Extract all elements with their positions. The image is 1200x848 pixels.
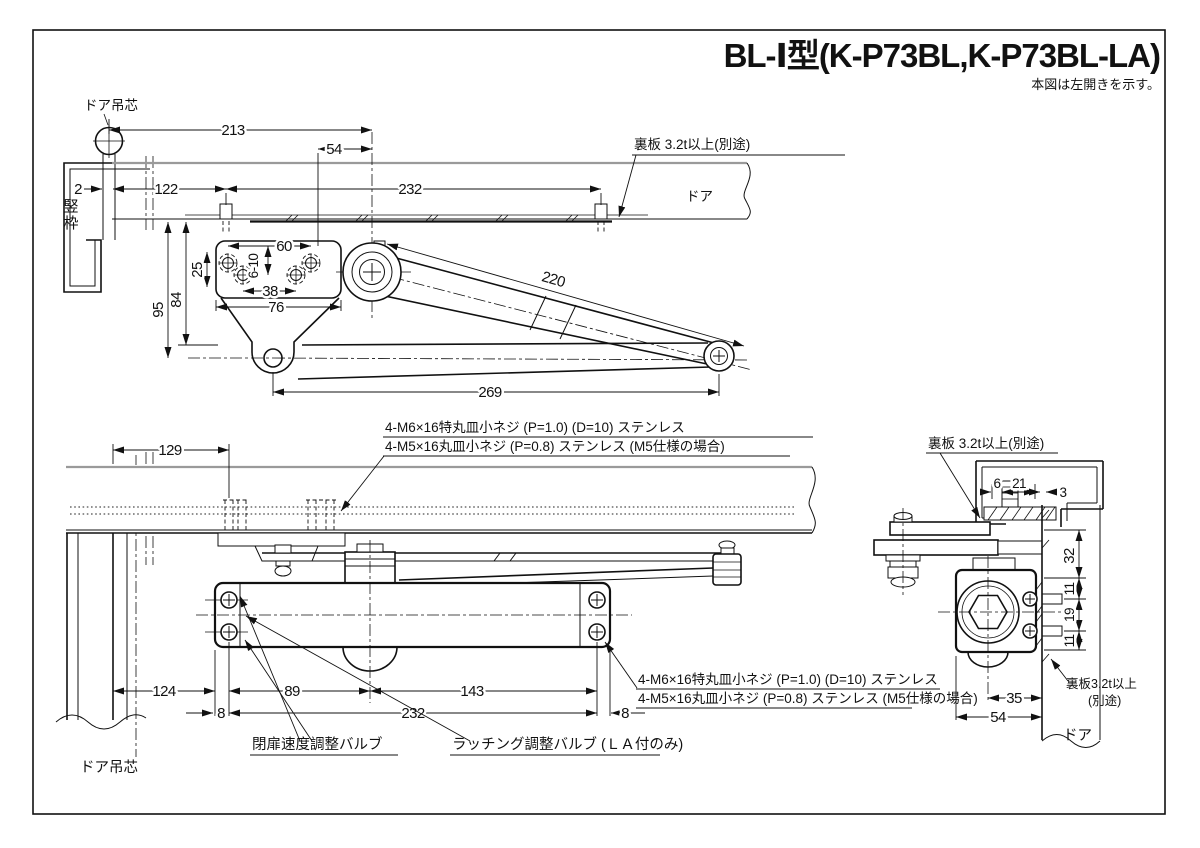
drawing-border [32, 29, 1166, 815]
screw-note-lower: 4-M6×16特丸皿小ネジ (P=1.0) (D=10) ステンレス 4-M5×… [604, 641, 978, 709]
backplate-side-line2: (別途) [1088, 693, 1121, 708]
vertical-frame-label: 竪枠 [62, 198, 79, 232]
door-top-rail [66, 465, 816, 534]
dim-124: 124 [152, 683, 175, 700]
door-label-top-view: ドア [686, 189, 713, 204]
backplate-hatch [987, 506, 1056, 521]
dim-213: 213 [221, 122, 244, 139]
dim-232-top: 232 [398, 181, 421, 198]
drawing-title: BL-Ⅰ型(K-P73BL,K-P73BL-LA) [724, 37, 1160, 74]
closer-body-side [938, 556, 1068, 702]
mount-screw-right-1 [588, 591, 606, 609]
dim-122: 122 [154, 181, 177, 198]
dim-129: 129 [158, 442, 181, 459]
dim-19: 19 [1062, 608, 1077, 622]
dim-54-side: 54 [990, 709, 1006, 726]
title-block: BL-Ⅰ型(K-P73BL,K-P73BL-LA) 本図は左開きを示す。 [724, 37, 1161, 92]
dim-84: 84 [168, 292, 185, 308]
dim-38: 38 [262, 283, 278, 300]
dim-3: 3 [1060, 485, 1067, 500]
backplate-side [983, 480, 1057, 521]
elbow-knuckle [712, 553, 742, 586]
speed-valve-label: 閉扉速度調整バルブ [252, 735, 383, 753]
speed-valve-screw-1 [220, 591, 238, 609]
mounting-bolts-plan [219, 203, 608, 234]
screw-note-m5-upper: 4-M5×16丸皿小ネジ (P=0.8) ステンレス (M5仕様の場合) [385, 439, 725, 454]
hidden-screws [223, 499, 336, 530]
door-hatch-ticks [284, 214, 579, 223]
door-screws-side [1022, 591, 1063, 639]
backplate-note-side-top: 裏板 3.2t以上(別途) [926, 435, 1058, 519]
dim-95: 95 [150, 302, 167, 318]
screw-note-m6-upper: 4-M6×16特丸皿小ネジ (P=1.0) (D=10) ステンレス [385, 420, 685, 435]
arm-elevation [217, 532, 742, 588]
bracket-holes [218, 253, 321, 285]
dim-220: 220 [540, 268, 567, 291]
dim-8-right: 8 [621, 705, 629, 722]
speed-valve-screw-2 [220, 623, 238, 641]
backplate-note-top: 裏板 3.2t以上(別途) [618, 136, 845, 218]
arm-side [873, 508, 1043, 595]
mount-screw-right-2 [588, 623, 606, 641]
screw-note-upper: 4-M6×16特丸皿小ネジ (P=1.0) (D=10) ステンレス 4-M5×… [340, 420, 813, 512]
door-pivot-label-top: ドア吊芯 [84, 98, 138, 113]
screw-note-m5-lower: 4-M5×16丸皿小ネジ (P=0.8) ステンレス (M5仕様の場合) [638, 691, 978, 706]
dim-54: 54 [326, 141, 342, 158]
dim-11-lower: 11 [1062, 635, 1077, 648]
spacer-hatch [1035, 581, 1043, 647]
bottom-view-dimensions: 129 124 89 143 8 232 8 [112, 440, 645, 725]
bottom-view: ドア吊芯 [55, 420, 978, 776]
dim-21: 21 [1012, 476, 1026, 491]
dim-232-bottom: 232 [401, 705, 424, 722]
dim-143: 143 [460, 683, 483, 700]
dim-269: 269 [478, 384, 501, 401]
dim-32: 32 [1061, 548, 1078, 564]
door-pivot-label-bottom: ドア吊芯 [80, 759, 138, 776]
dim-8-left: 8 [217, 705, 225, 722]
latching-valve-label: ラッチング調整バルブ (ＬＡ付のみ) [452, 735, 683, 753]
door-label-side-view: ドア [1063, 728, 1092, 744]
valve-labels: 閉扉速度調整バルブ ラッチング調整バルブ (ＬＡ付のみ) [239, 595, 683, 756]
dim-60: 60 [276, 238, 292, 255]
frame-section: ドア吊芯 竪枠 [62, 98, 154, 293]
dim-25: 25 [189, 262, 206, 278]
dim-11-upper: 11 [1062, 583, 1077, 596]
shoe-pivot-bolt [274, 544, 292, 554]
backplate-note-side-text: 裏板 3.2t以上(別途) [928, 435, 1044, 451]
door-side: ドア [1041, 505, 1101, 748]
top-view: ドア吊芯 竪枠 ドア [62, 98, 845, 404]
backplate-note-top-text: 裏板 3.2t以上(別途) [634, 136, 750, 152]
dim-6: 6 [994, 476, 1001, 491]
dim-35: 35 [1006, 690, 1022, 707]
screw-note-m6-lower: 4-M6×16特丸皿小ネジ (P=1.0) (D=10) ステンレス [638, 672, 938, 687]
dim-6-10: 6-10 [246, 254, 261, 279]
backplate-note-side-bottom: 裏板3.2t以上 (別途) [1050, 658, 1137, 708]
dim-2: 2 [74, 181, 82, 198]
dim-76: 76 [268, 299, 284, 316]
backplate-side-line1: 裏板3.2t以上 [1066, 676, 1137, 691]
closer-body [196, 540, 632, 703]
drawing-subtitle: 本図は左開きを示す。 [1031, 77, 1160, 92]
door-plan: ドア [112, 161, 751, 234]
dim-89: 89 [284, 683, 300, 700]
